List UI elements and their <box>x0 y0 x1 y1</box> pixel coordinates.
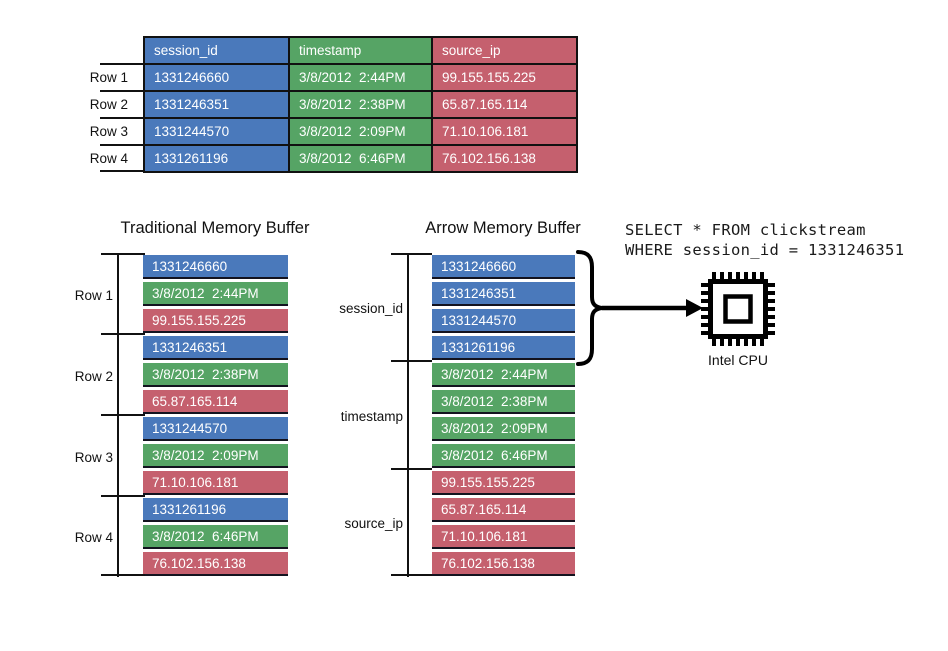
buffer-cell: 3/8/2012 2:44PM <box>432 363 575 387</box>
sql-line-2: WHERE session_id = 1331246351 <box>625 240 905 259</box>
arrow-buffer-column: 1331246660 1331246351 1331244570 1331261… <box>432 255 575 576</box>
group-tick <box>101 414 145 416</box>
table-cell: 65.87.165.114 <box>433 92 576 117</box>
buffer-cell: 71.10.106.181 <box>143 471 288 495</box>
table-cell: 3/8/2012 2:44PM <box>290 65 431 90</box>
buffer-cell: 3/8/2012 2:38PM <box>432 390 575 414</box>
table-cell: 76.102.156.138 <box>433 146 576 171</box>
buffer-cell: 3/8/2012 2:44PM <box>143 282 288 306</box>
buffer-cell: 99.155.155.225 <box>432 471 575 495</box>
table-cell: 1331244570 <box>145 119 288 144</box>
buffer-cell: 3/8/2012 6:46PM <box>143 525 288 549</box>
table-header-session-id: session_id <box>145 38 288 63</box>
table-cell: 3/8/2012 2:38PM <box>290 92 431 117</box>
table-cell: 99.155.155.225 <box>433 65 576 90</box>
group-tick <box>391 468 432 470</box>
buffer-cell: 1331244570 <box>143 417 288 441</box>
table-row-label: Row 3 <box>89 124 128 139</box>
group-tick <box>101 495 145 497</box>
arrow-column-label-source-ip: source_ip <box>344 516 403 531</box>
traditional-row-label: Row 3 <box>74 450 113 465</box>
table-row-label: Row 2 <box>89 97 128 112</box>
table-header-timestamp: timestamp <box>290 38 431 63</box>
buffer-cell: 1331261196 <box>143 498 288 522</box>
buffer-cell: 3/8/2012 2:09PM <box>432 417 575 441</box>
buffer-cell: 76.102.156.138 <box>143 552 288 576</box>
table-cell: 1331261196 <box>145 146 288 171</box>
buffer-cell: 1331246351 <box>143 336 288 360</box>
table-cell: 1331246351 <box>145 92 288 117</box>
sql-line-1: SELECT * FROM clickstream <box>625 221 866 239</box>
buffer-cell: 1331244570 <box>432 309 575 333</box>
buffer-cell: 3/8/2012 2:09PM <box>143 444 288 468</box>
row-tick <box>100 117 145 119</box>
row-tick <box>100 63 145 65</box>
buffer-cell: 65.87.165.114 <box>143 390 288 414</box>
buffer-cell: 1331261196 <box>432 336 575 360</box>
buffer-cell: 1331246660 <box>432 255 575 279</box>
table-cell: 3/8/2012 6:46PM <box>290 146 431 171</box>
arrow-buffer-title: Arrow Memory Buffer <box>425 219 581 237</box>
cpu-chip-icon <box>701 272 775 346</box>
traditional-row-label: Row 2 <box>74 369 113 384</box>
brace-and-arrow-icon <box>576 250 703 366</box>
row-tick <box>100 144 145 146</box>
table-row-label: Row 1 <box>89 70 128 85</box>
group-tick <box>101 333 145 335</box>
traditional-buffer-title: Traditional Memory Buffer <box>120 219 310 237</box>
group-tick <box>391 360 432 362</box>
buffer-cell: 76.102.156.138 <box>432 552 575 576</box>
traditional-row-label: Row 4 <box>74 530 113 545</box>
buffer-cell: 65.87.165.114 <box>432 498 575 522</box>
arrow-column-label-session-id: session_id <box>339 301 403 316</box>
group-tick <box>391 574 432 576</box>
traditional-buffer-column: 1331246660 3/8/2012 2:44PM 99.155.155.22… <box>143 255 288 576</box>
arrow-column-label-timestamp: timestamp <box>340 409 403 424</box>
table-cell: 71.10.106.181 <box>433 119 576 144</box>
arrow-axis-line <box>407 253 409 577</box>
group-tick <box>101 253 145 255</box>
group-tick <box>101 574 145 576</box>
table-header-source-ip: source_ip <box>433 38 576 63</box>
table-cell: 3/8/2012 2:09PM <box>290 119 431 144</box>
table-row-label: Row 4 <box>89 151 128 166</box>
traditional-row-label: Row 1 <box>74 288 113 303</box>
buffer-cell: 1331246351 <box>432 282 575 306</box>
buffer-cell: 99.155.155.225 <box>143 309 288 333</box>
group-tick <box>391 253 432 255</box>
buffer-cell: 3/8/2012 2:38PM <box>143 363 288 387</box>
row-tick <box>100 90 145 92</box>
buffer-cell: 1331246660 <box>143 255 288 279</box>
table-cell: 1331246660 <box>145 65 288 90</box>
row-tick <box>100 170 145 172</box>
buffer-cell: 3/8/2012 6:46PM <box>432 444 575 468</box>
clickstream-table: session_id timestamp source_ip 133124666… <box>143 36 578 173</box>
buffer-cell: 71.10.106.181 <box>432 525 575 549</box>
cpu-label: Intel CPU <box>708 352 768 368</box>
